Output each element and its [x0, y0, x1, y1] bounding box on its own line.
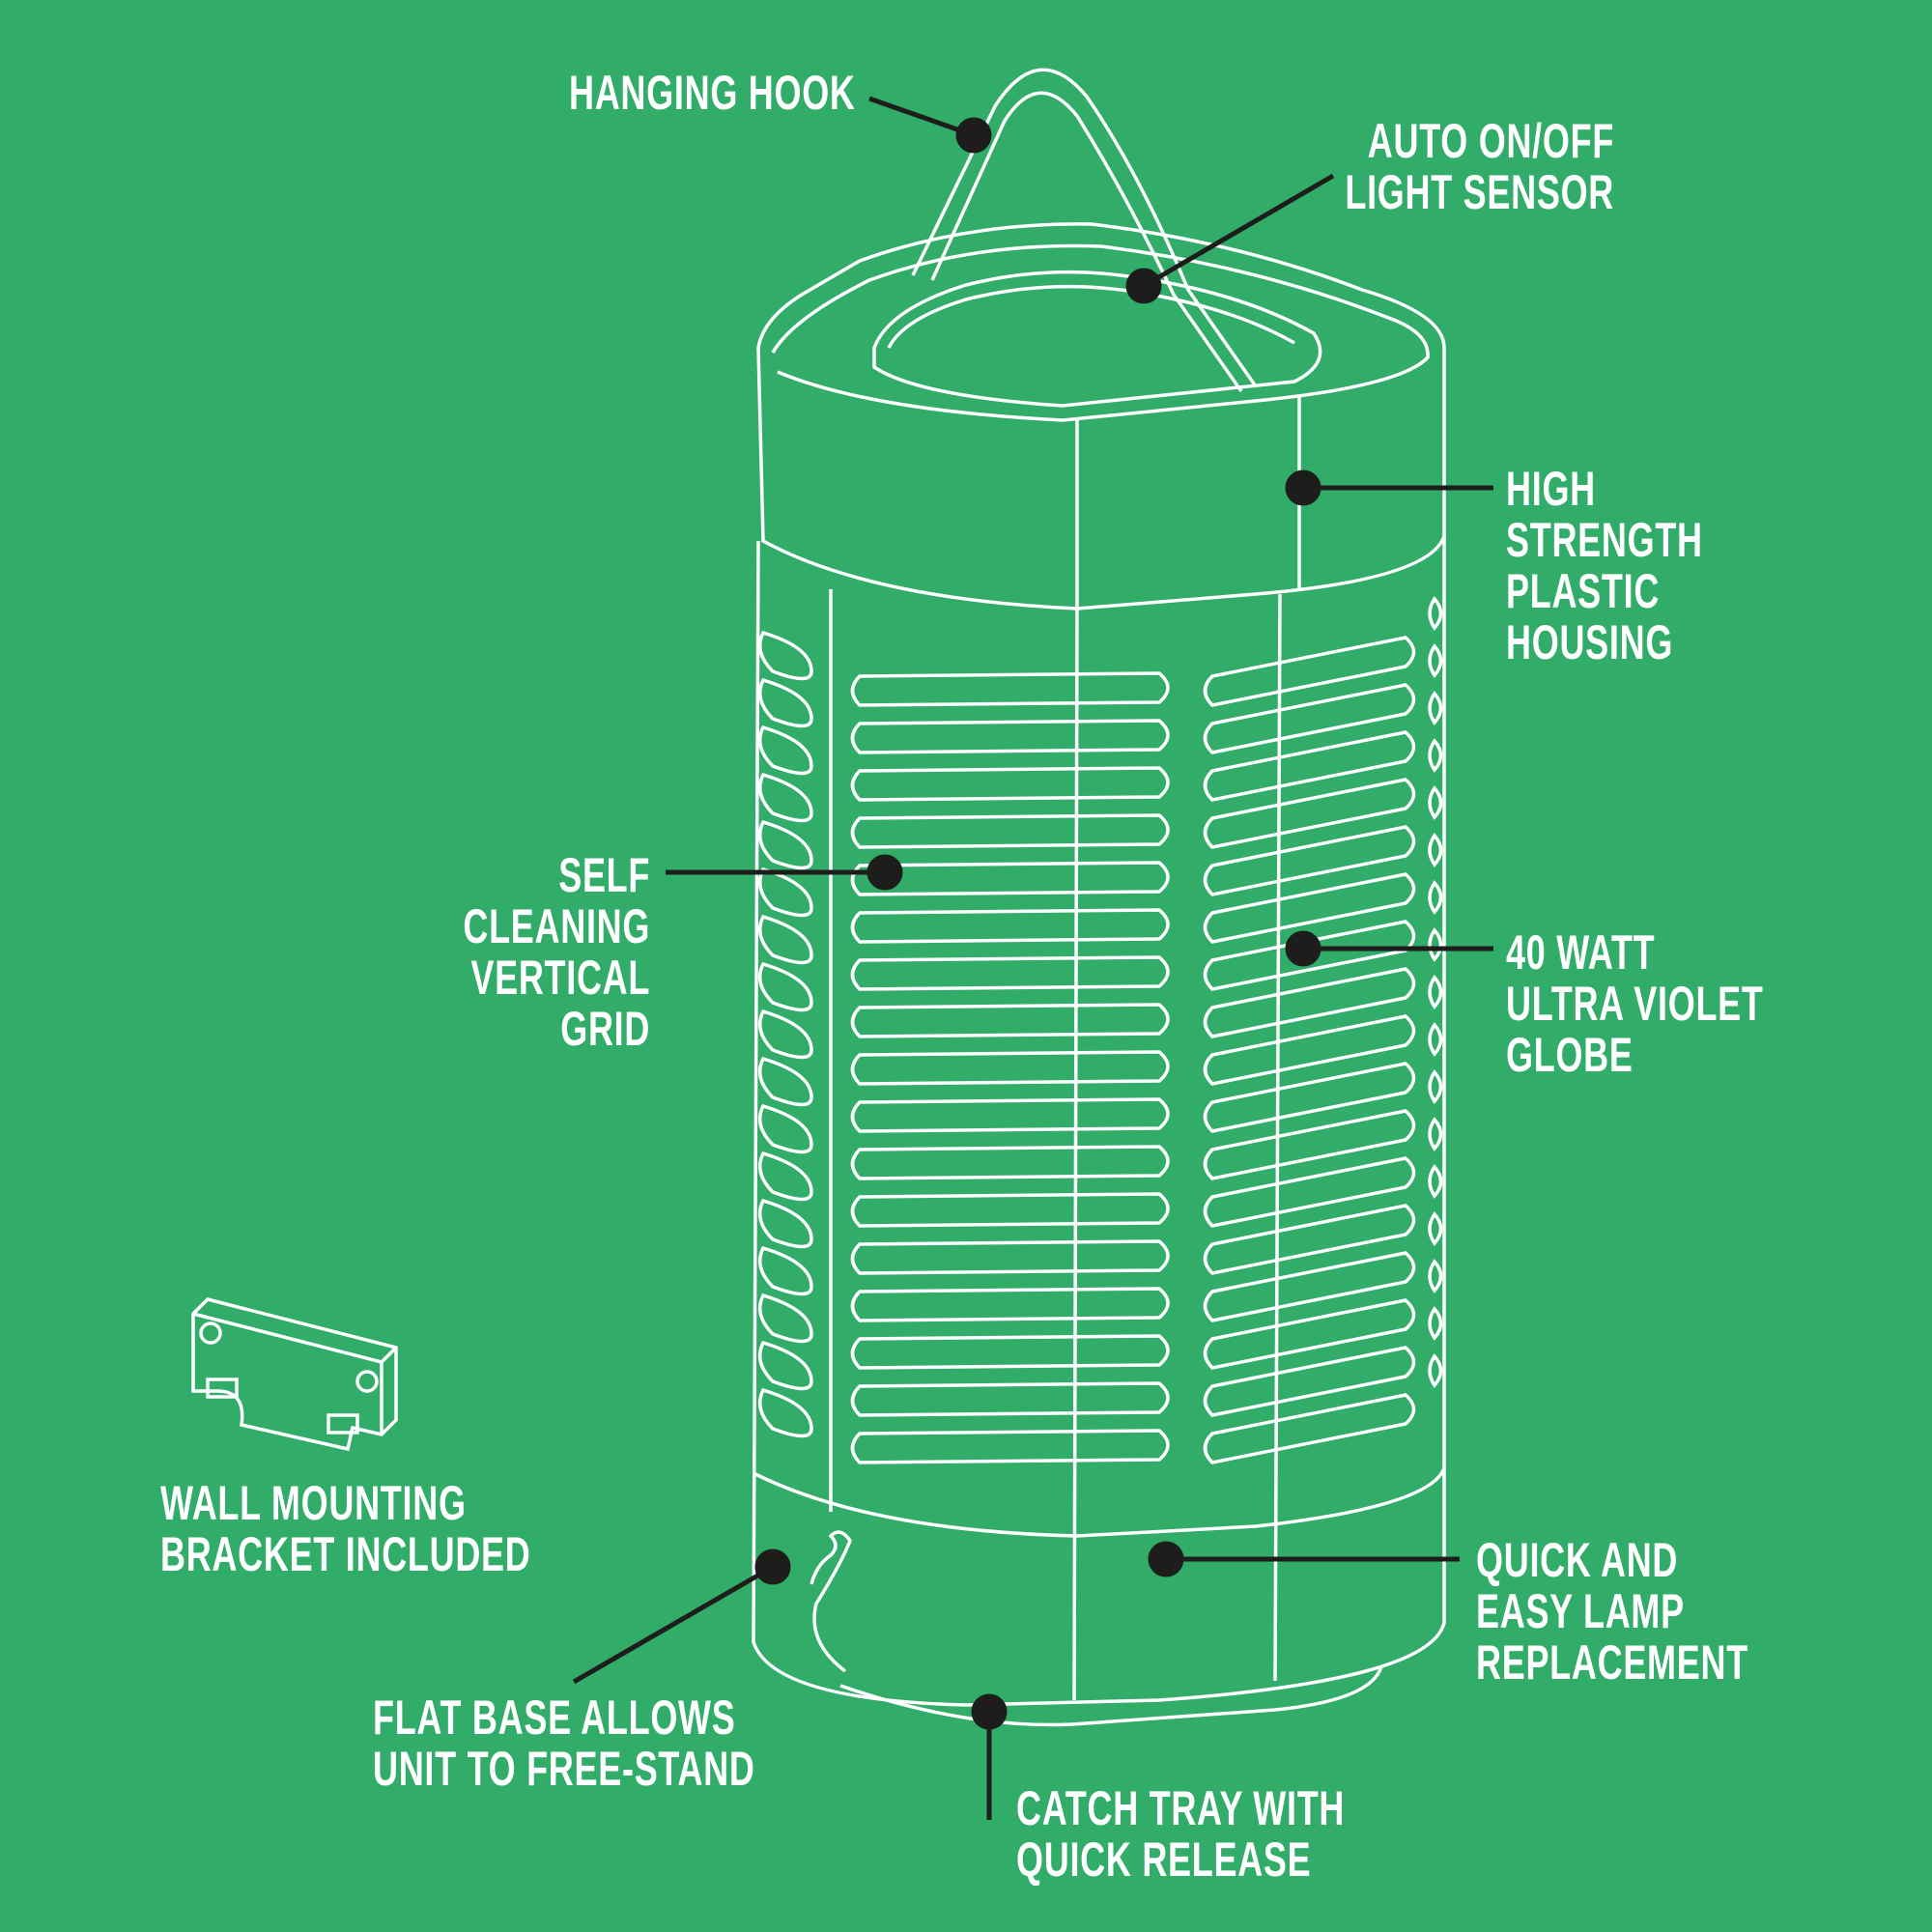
vertical-grid-slats [757, 596, 1443, 1464]
side-slat [1428, 975, 1443, 1009]
side-slat [757, 772, 813, 823]
side-slat [757, 1293, 813, 1344]
callout-dot [1285, 930, 1321, 967]
grid-slat [850, 1334, 1170, 1370]
side-slat [757, 1009, 813, 1060]
bug-zapper-device [752, 68, 1446, 1727]
side-slat [757, 914, 813, 965]
grid-slat [850, 1097, 1170, 1133]
side-slat [1428, 1306, 1443, 1341]
grid-slat [850, 766, 1170, 802]
grid-slat [850, 813, 1170, 849]
grid-slat [850, 719, 1170, 754]
side-slat [757, 961, 813, 1012]
wall-mounting-bracket [191, 1297, 398, 1452]
side-slat [1428, 1022, 1443, 1057]
grid-slat [850, 1429, 1170, 1464]
grid-slat [1203, 778, 1416, 849]
top-cap [756, 222, 1446, 611]
side-slat [757, 1387, 813, 1438]
side-slat [1428, 596, 1443, 631]
grid-slat [850, 1287, 1170, 1322]
grid-slat [1203, 1298, 1416, 1370]
side-slat [1428, 927, 1443, 962]
grid-slat [850, 1145, 1170, 1180]
grid-slat [1203, 636, 1416, 707]
grid-slat [850, 1239, 1170, 1275]
callout-dot [1285, 469, 1321, 506]
grid-slat [1203, 967, 1416, 1038]
side-slat [1428, 1353, 1443, 1388]
side-slat [757, 677, 813, 728]
side-slat [757, 1340, 813, 1391]
grid-slat [850, 671, 1170, 707]
grid-slat [1203, 730, 1416, 802]
side-slat [757, 724, 813, 776]
grid-slat [850, 1381, 1170, 1417]
label-hanging-hook: HANGING HOOK [569, 66, 856, 120]
grid-slat [1203, 825, 1416, 896]
grid-slat [1203, 1062, 1416, 1133]
callout-dot [971, 1693, 1008, 1730]
grid-slat [1203, 1156, 1416, 1228]
side-slat [1428, 1259, 1443, 1293]
gecko-logo-icon [810, 1530, 852, 1673]
housing-body [752, 536, 1446, 1707]
side-slat [1428, 1117, 1443, 1151]
side-slat [757, 1056, 813, 1107]
callout-dot [754, 1548, 791, 1585]
side-slat [757, 1151, 813, 1202]
grid-slat [1203, 1204, 1416, 1275]
side-slat [757, 1245, 813, 1296]
side-slat [1428, 1164, 1443, 1199]
side-slat [1428, 1069, 1443, 1104]
grid-slat [850, 1050, 1170, 1086]
grid-slat [1203, 1251, 1416, 1322]
grid-slat [1203, 872, 1416, 944]
side-slat [1428, 643, 1443, 678]
side-slat [757, 1103, 813, 1154]
side-slat [1428, 880, 1443, 915]
side-slat [757, 1198, 813, 1249]
side-slat [757, 867, 813, 918]
hanging-hook [911, 68, 1258, 388]
grid-slat [850, 955, 1170, 991]
grid-slat [1203, 1393, 1416, 1464]
side-slat [1428, 738, 1443, 773]
side-slat [757, 819, 813, 870]
callout-dot [1148, 1541, 1184, 1577]
grid-slat [1203, 1014, 1416, 1086]
grid-slat [1203, 1346, 1416, 1417]
grid-slat [1203, 1109, 1416, 1180]
side-slat [1428, 833, 1443, 867]
callout-dot [955, 117, 992, 154]
grid-slat [850, 861, 1170, 896]
callout-dot [867, 854, 903, 891]
side-slat [757, 630, 813, 681]
side-slat [1428, 1211, 1443, 1246]
grid-slat [1203, 683, 1416, 754]
grid-slat [850, 1003, 1170, 1038]
side-slat [1428, 785, 1443, 820]
grid-slat [850, 1192, 1170, 1228]
side-slat [1428, 691, 1443, 725]
callout-dot [1125, 268, 1162, 304]
grid-slat [850, 908, 1170, 944]
